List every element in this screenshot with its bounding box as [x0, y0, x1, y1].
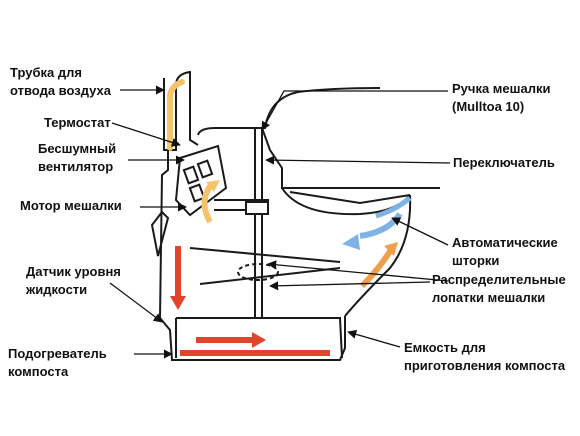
- label-compost-container-line1: Емкость для: [404, 340, 486, 355]
- label-air-tube-line1: Трубка для: [10, 65, 82, 80]
- leader-lines: [109, 85, 451, 359]
- label-mixer-handle-line2: (Mulltoa 10): [452, 99, 525, 114]
- fan-housing: [174, 144, 228, 217]
- label-level-sensor-line2: жидкости: [26, 282, 88, 297]
- label-heater-line1: Подогреватель: [8, 346, 107, 361]
- air-tube: [163, 70, 199, 151]
- label-heater: Подогреватель компоста: [8, 345, 107, 381]
- toilet-body: [150, 87, 440, 361]
- label-fan-line2: вентилятор: [38, 159, 114, 174]
- label-air-tube: Трубка для отвода воздуха: [10, 64, 111, 100]
- label-heater-line2: компоста: [8, 364, 69, 379]
- label-mixer-blades-line2: лопатки мешалки: [432, 290, 546, 305]
- label-compost-container: Емкость для приготовления компоста: [404, 339, 565, 375]
- label-thermostat: Термостат: [44, 115, 111, 130]
- label-mixer-blades: Распределительные лопатки мешалки: [432, 271, 566, 307]
- mixer-shaft: [189, 128, 341, 318]
- label-mixer-blades-line1: Распределительные: [432, 272, 566, 287]
- flow-arrows: [170, 180, 412, 356]
- label-level-sensor: Датчик уровня жидкости: [26, 263, 121, 299]
- label-air-tube-line2: отвода воздуха: [10, 83, 111, 98]
- label-switch: Переключатель: [453, 155, 555, 170]
- label-fan-line1: Бесшумный: [38, 141, 117, 156]
- label-compost-container-line2: приготовления компоста: [404, 358, 566, 373]
- label-mixer-handle-line1: Ручка мешалки: [452, 81, 551, 96]
- label-mixer-handle: Ручка мешалки (Mulltoa 10): [452, 80, 550, 116]
- label-level-sensor-line1: Датчик уровня: [26, 264, 121, 279]
- label-mixer-motor: Мотор мешалки: [20, 198, 122, 213]
- label-auto-shutters-line2: шторки: [452, 253, 500, 268]
- label-fan: Бесшумный вентилятор: [38, 140, 116, 176]
- label-auto-shutters-line1: Автоматические: [452, 235, 558, 250]
- label-auto-shutters: Автоматические шторки: [452, 234, 558, 270]
